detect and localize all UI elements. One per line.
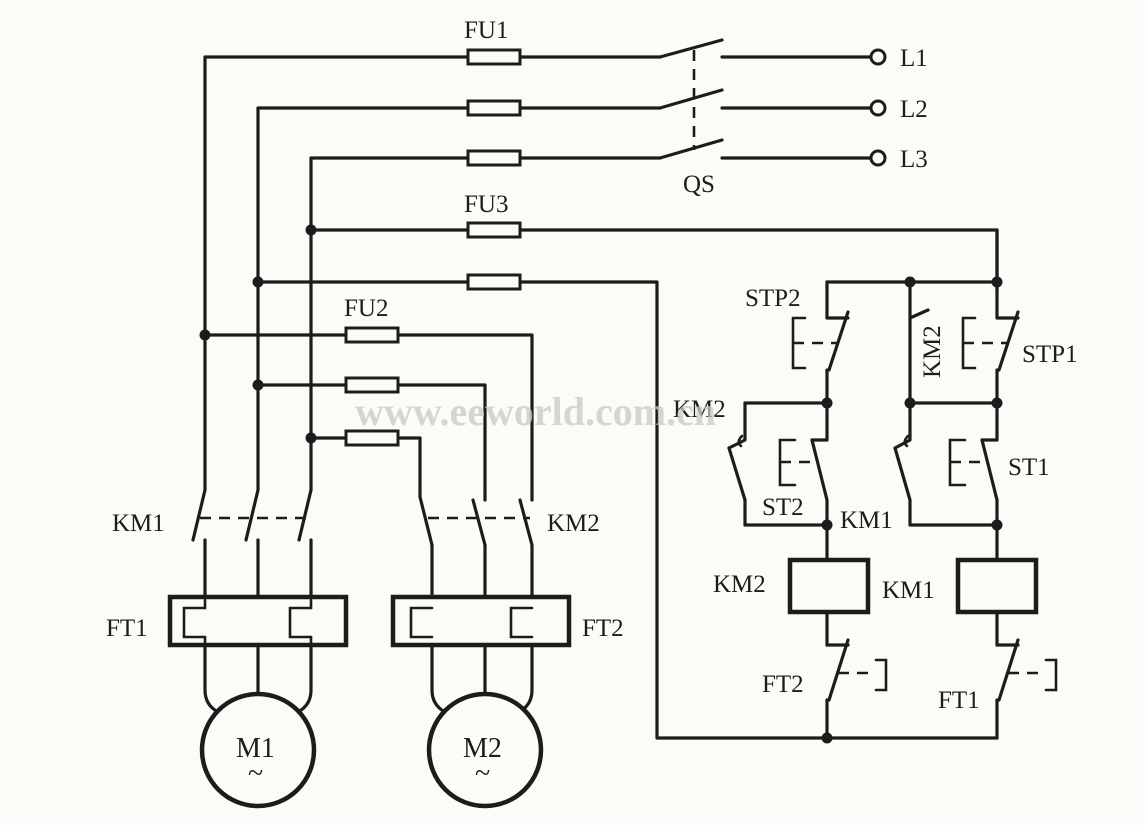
power-supply-section [203, 38, 887, 492]
watermark: www.eeworld.com.cn [355, 389, 716, 434]
label-l1: L1 [900, 45, 928, 72]
label-qs: QS [683, 171, 715, 198]
main-switch-qs [658, 38, 724, 160]
label-coil-km1: KM1 [882, 577, 935, 604]
label-km1-interlock: KM1 [840, 507, 893, 534]
ac-symbol-m2: ~ [475, 758, 490, 789]
stop-button-stp1 [961, 288, 1020, 405]
overload-contact-ft1 [995, 638, 1058, 740]
label-km2-interlock: KM2 [919, 325, 946, 378]
start-button-st2 [778, 401, 829, 527]
control-circuit [727, 228, 1058, 744]
start-button-st1 [948, 401, 999, 527]
label-l2: L2 [900, 96, 928, 123]
label-stp2: STP2 [745, 285, 801, 312]
interlock-contact-km2-nc [908, 280, 930, 405]
label-fu2: FU2 [344, 295, 388, 322]
label-m1: M1 [236, 733, 275, 764]
label-ft1-contact: FT1 [938, 687, 980, 714]
label-km2-holding: KM2 [673, 396, 726, 423]
contactor-km2-main-contacts [418, 488, 534, 599]
holding-contact-km2 [727, 401, 829, 527]
coil-km2 [787, 557, 871, 615]
label-st2: ST2 [762, 494, 804, 521]
motor-m2 [426, 691, 544, 809]
label-fu1: FU1 [464, 17, 508, 44]
label-coil-km2: KM2 [713, 571, 766, 598]
motor1-branch [167, 488, 349, 809]
overload-contact-ft2 [825, 638, 888, 740]
fuse-fu1 [466, 48, 522, 167]
label-ft1-relay: FT1 [106, 615, 148, 642]
label-fu3: FU3 [464, 191, 508, 218]
ac-symbol-m1: ~ [248, 758, 263, 789]
label-m2: M2 [463, 733, 502, 764]
label-st1: ST1 [1008, 454, 1050, 481]
fuse-fu2-section [199, 326, 534, 492]
holding-contact-km1 [893, 401, 999, 527]
line-terminal-l1 [869, 48, 887, 66]
motor-m1 [199, 691, 317, 809]
motor2-branch [390, 488, 572, 809]
labels: FU1 L1 L2 L3 QS FU3 FU2 KM1 FT1 M1 ~ KM2… [106, 17, 1078, 789]
thermal-relay-ft2 [390, 594, 572, 648]
label-ft2-contact: FT2 [762, 671, 804, 698]
label-l3: L3 [900, 146, 928, 173]
line-terminal-l3 [869, 149, 887, 167]
contactor-km1-main-contacts [191, 488, 313, 599]
label-ft2-relay: FT2 [582, 615, 624, 642]
line-terminal-l2 [869, 99, 887, 117]
label-stp1: STP1 [1022, 341, 1078, 368]
coil-km1 [955, 557, 1039, 615]
thermal-relay-ft1 [167, 594, 349, 648]
stop-button-stp2 [791, 280, 850, 405]
label-km2-main: KM2 [547, 510, 600, 537]
label-km1-main: KM1 [112, 510, 165, 537]
